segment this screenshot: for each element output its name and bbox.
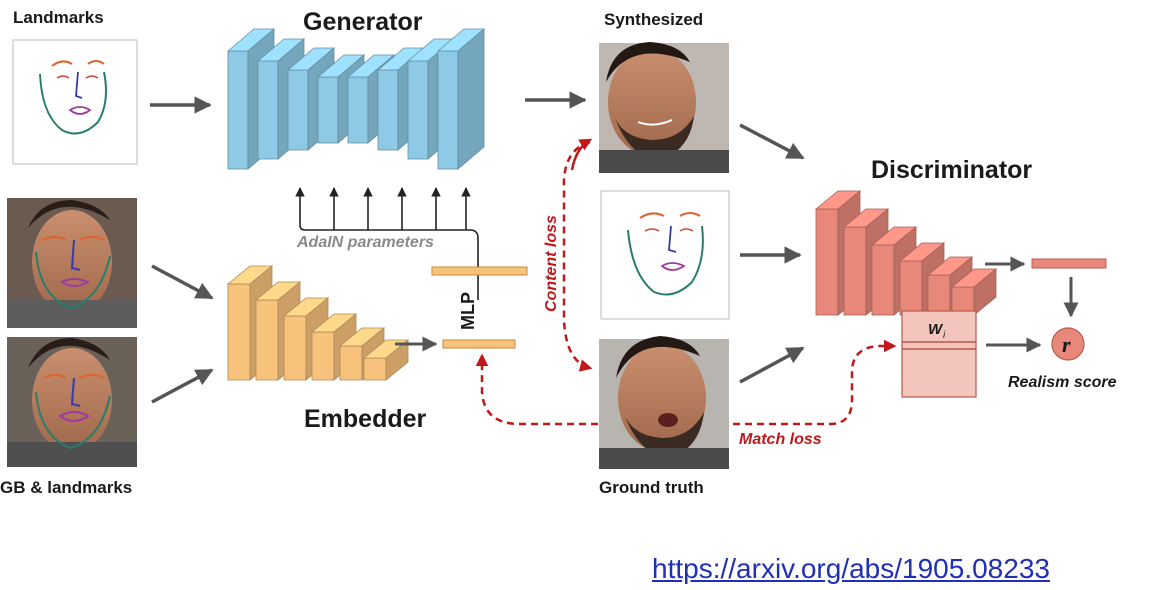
- adain-parameter-arrows: [295, 187, 479, 300]
- arxiv-link[interactable]: https://arxiv.org/abs/1905.08233: [652, 553, 1050, 584]
- discriminator-output-vector: [1031, 258, 1107, 269]
- discriminator-landmarks-image: [600, 190, 730, 320]
- content-loss-arrow-top: [570, 138, 593, 171]
- arrow-image1-to-embedder: [151, 264, 214, 300]
- rgb-landmarks-label: GB & landmarks: [0, 478, 133, 497]
- realism-score-circle: [1051, 327, 1085, 361]
- match-loss-arrow: [733, 339, 897, 426]
- realism-score-label: Realism score: [1008, 374, 1117, 391]
- arrow-synthesized-to-discriminator: [739, 123, 805, 160]
- landmarks-label: Landmarks: [13, 8, 104, 27]
- discriminator-label: Discriminator: [871, 156, 1033, 184]
- generator-layer: [436, 28, 486, 170]
- generator-label: Generator: [303, 8, 423, 36]
- discriminator-block: [814, 190, 998, 316]
- landmarks-input-image: [12, 39, 138, 165]
- rgb-landmarks-image-2: [7, 337, 137, 467]
- r-symbol: r: [1062, 332, 1071, 357]
- wi-embedding-matrix: [901, 310, 977, 398]
- discriminator-layer: [950, 268, 998, 316]
- embedder-label: Embedder: [304, 405, 427, 433]
- arrow-ground-truth-to-discriminator: [739, 346, 805, 384]
- generator-block: [226, 28, 486, 170]
- wi-symbol: W: [928, 321, 944, 338]
- rgb-landmarks-image-1: [7, 198, 137, 328]
- mlp-block: [431, 266, 528, 349]
- arrow-image2-to-embedder: [151, 368, 214, 404]
- adain-parameters-label: AdaIN parameters: [297, 234, 434, 251]
- mlp-label: MLP: [458, 292, 478, 330]
- synthesized-label: Synthesized: [604, 10, 704, 29]
- wi-subscript: i: [943, 330, 946, 341]
- ground-truth-label: Ground truth: [599, 478, 704, 497]
- match-loss-label: Match loss: [739, 431, 822, 448]
- content-loss-arrow: [562, 140, 593, 372]
- embedder-block: [226, 265, 410, 381]
- ground-truth-image: [599, 336, 729, 469]
- synthesized-image: [599, 42, 729, 173]
- content-loss-label: Content loss: [543, 215, 560, 312]
- match-loss-to-mlp: [475, 353, 598, 426]
